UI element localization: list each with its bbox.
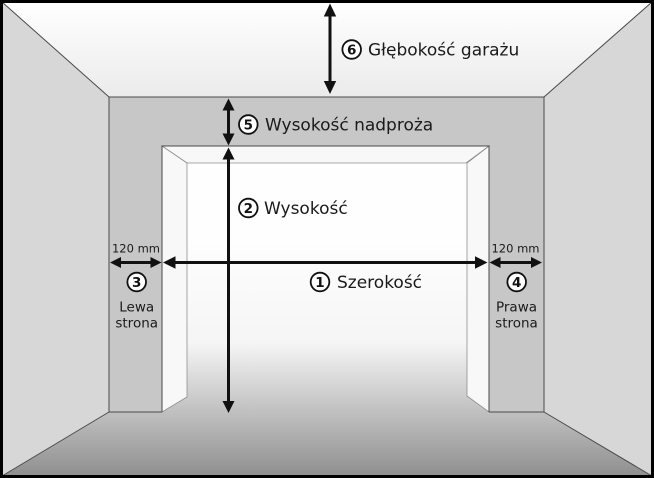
left-offset-label: 120 mm — [112, 242, 160, 256]
lintel-height-arrow — [222, 98, 235, 146]
right-offset-label: 120 mm — [491, 242, 539, 256]
ceiling — [2, 2, 652, 97]
badge-number: 6 — [347, 42, 356, 58]
front-wall — [109, 97, 544, 412]
badge-number: 3 — [132, 275, 141, 291]
left-side-arrow — [110, 257, 162, 268]
badge-circle — [238, 114, 259, 135]
height-arrow — [222, 147, 235, 413]
left-wall — [2, 2, 109, 476]
depth-label: Głębokość garażu — [368, 41, 519, 61]
lintel-number-badge: 5 — [238, 114, 259, 135]
right-side-arrow — [489, 257, 542, 268]
lintel-height-label: Wysokość nadproża — [265, 116, 433, 136]
depth-number-badge: 6 — [341, 39, 362, 60]
badge-circle — [126, 271, 147, 293]
left-side-label-line2: strona — [115, 316, 158, 332]
badge-circle — [506, 271, 527, 293]
right-side-label-line2: strona — [495, 316, 538, 332]
badge-circle — [238, 197, 259, 219]
right-side-number-badge: 4 — [506, 271, 527, 293]
badge-number: 1 — [315, 275, 324, 291]
height-label: Wysokość — [264, 199, 348, 219]
door-reveal-top — [160, 145, 491, 164]
width-label: Szerokość — [337, 273, 422, 293]
depth-arrow — [323, 3, 337, 94]
door-reveal-right — [466, 145, 490, 413]
badge-circle — [341, 39, 362, 60]
height-number-badge: 2 — [238, 197, 259, 219]
right-wall — [544, 2, 652, 476]
badge-number: 2 — [244, 201, 253, 217]
badge-number: 5 — [244, 117, 253, 133]
door-reveal-left — [161, 145, 188, 413]
badge-number: 4 — [512, 275, 521, 291]
badge-circle — [309, 271, 331, 293]
left-side-number-badge: 3 — [126, 271, 147, 293]
width-arrow — [163, 256, 488, 269]
left-side-label-line1: Lewa — [119, 300, 154, 316]
width-number-badge: 1 — [309, 271, 331, 293]
right-side-label-line1: Prawa — [496, 300, 537, 316]
